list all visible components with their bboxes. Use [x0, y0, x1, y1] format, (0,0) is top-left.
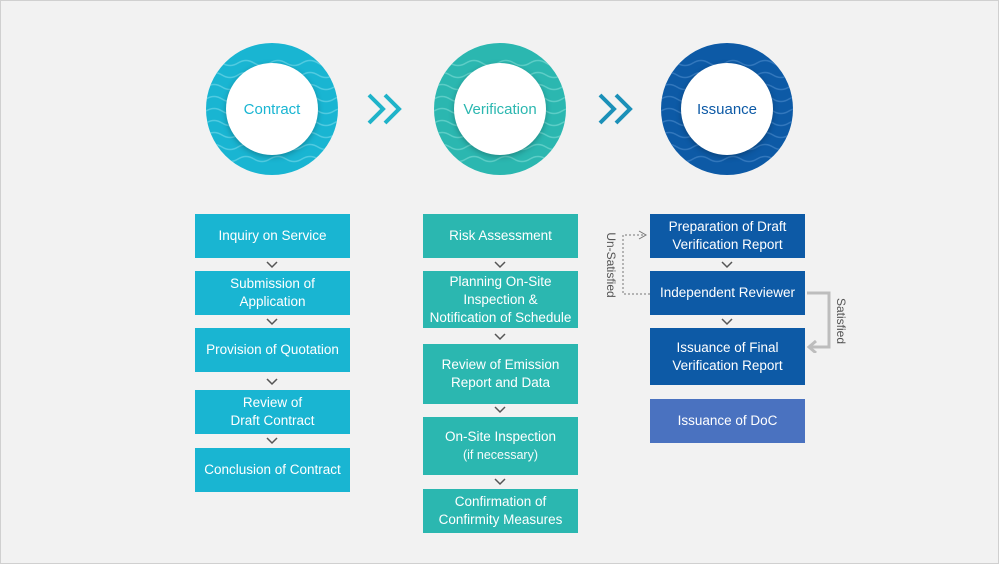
- chevron-down-icon: [494, 478, 506, 486]
- chevron-down-icon: [721, 318, 733, 326]
- chevron-down-icon: [494, 333, 506, 341]
- stage-issuance-label: Issuance: [696, 100, 758, 118]
- unsatisfied-loop-connector: [622, 230, 650, 295]
- chevron-right-icon: [598, 93, 633, 125]
- stage-issuance-circle: Issuance: [661, 43, 793, 175]
- contract-step-inquiry: Inquiry on Service: [195, 214, 350, 258]
- issuance-step-draft-report: Preparation of Draft Verification Report: [650, 214, 805, 258]
- contract-step-quotation: Provision of Quotation: [195, 328, 350, 372]
- stage-contract-circle: Contract: [206, 43, 338, 175]
- satisfied-label: Satisfied: [834, 297, 848, 345]
- verification-step-review-emission: Review of Emission Report and Data: [423, 344, 578, 404]
- issuance-step-final-report: Issuance of Final Verification Report: [650, 328, 805, 385]
- contract-step-review-draft: Review of Draft Contract: [195, 390, 350, 434]
- chevron-right-icon: [367, 93, 402, 125]
- chevron-down-icon: [266, 437, 278, 445]
- verification-step-planning: Planning On-Site Inspection & Notificati…: [423, 271, 578, 328]
- satisfied-loop-connector: [806, 291, 831, 353]
- chevron-down-icon: [266, 378, 278, 386]
- verification-step-confirmation: Confirmation of Confirmity Measures: [423, 489, 578, 533]
- stage-verification-label: Verification: [463, 100, 537, 118]
- verification-step-onsite: On-Site Inspection (if necessary): [423, 417, 578, 475]
- stage-verification-circle: Verification: [434, 43, 566, 175]
- stage-contract-label: Contract: [243, 100, 301, 118]
- contract-step-conclusion: Conclusion of Contract: [195, 448, 350, 492]
- chevron-down-icon: [494, 261, 506, 269]
- contract-step-submission: Submission of Application: [195, 271, 350, 315]
- chevron-down-icon: [266, 318, 278, 326]
- unsatisfied-label: Un-Satisfied: [604, 232, 618, 298]
- chevron-down-icon: [494, 406, 506, 414]
- issuance-step-doc: Issuance of DoC: [650, 399, 805, 443]
- chevron-down-icon: [266, 261, 278, 269]
- chevron-down-icon: [721, 261, 733, 269]
- verification-step-risk: Risk Assessment: [423, 214, 578, 258]
- issuance-step-independent-reviewer: Independent Reviewer: [650, 271, 805, 315]
